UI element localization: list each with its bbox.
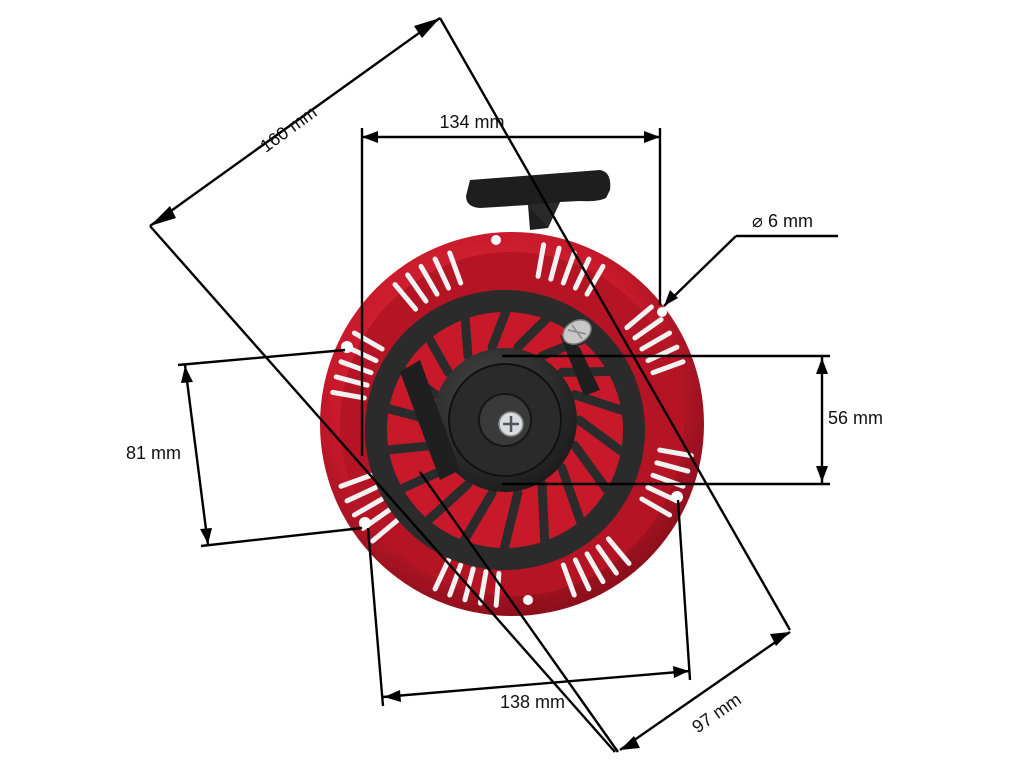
vent-slot — [392, 282, 419, 312]
vent-slot — [654, 460, 691, 474]
dim-6mm-hole: ⌀ 6 mm — [663, 211, 838, 307]
label-160mm: 160 mm — [256, 102, 320, 156]
vent-slot — [432, 256, 452, 291]
pulley-spoke — [459, 488, 497, 546]
vent-slot — [370, 517, 400, 544]
vent-slot — [462, 566, 476, 603]
pulley-spoke — [424, 479, 473, 525]
vent-slot — [657, 447, 694, 459]
vent-slot — [432, 557, 452, 592]
vent-slot — [605, 536, 632, 566]
label-56mm: 56 mm — [828, 408, 883, 428]
vent-slot — [595, 544, 619, 576]
dim-138mm-bottom: 138 mm — [366, 499, 692, 712]
vent-slot — [560, 250, 577, 286]
pulley-spoke — [487, 307, 511, 352]
vent-slot — [584, 263, 606, 297]
pulley-spoke — [499, 488, 523, 553]
vent-slot — [477, 569, 489, 606]
mount-hole-lower-left — [359, 517, 371, 529]
vent-slot — [330, 389, 367, 401]
vent-slot — [560, 562, 577, 598]
vent-slot — [639, 330, 673, 352]
dim-134mm-width: 134 mm — [360, 112, 662, 456]
pulley-spoke — [425, 334, 453, 377]
vent-slot — [645, 344, 680, 364]
label-138mm: 138 mm — [500, 692, 565, 712]
label-81mm: 81 mm — [126, 443, 181, 463]
vent-slot — [639, 496, 673, 518]
starter-handle — [466, 170, 611, 230]
vent-slot — [418, 263, 440, 297]
pulley-spoke — [557, 463, 585, 526]
diameter-symbol: ⌀ — [752, 211, 763, 231]
mount-hole-top — [491, 235, 501, 245]
vent-slot — [584, 551, 606, 585]
dim-56mm-height: 56 mm — [502, 354, 883, 486]
vent-slot — [344, 484, 379, 504]
vent-slot — [447, 562, 464, 598]
vent-slot — [351, 496, 385, 518]
pulley-spoke — [574, 415, 626, 456]
vent-slot — [572, 256, 592, 291]
label-6mm: 6 mm — [768, 211, 813, 231]
rope-knot — [562, 319, 592, 345]
mount-hole-bottom — [523, 595, 533, 605]
label-134mm: 134 mm — [439, 112, 504, 132]
vent-slot — [405, 272, 429, 304]
vent-slot — [351, 330, 385, 352]
dim-81mm-left: 81 mm — [126, 348, 363, 548]
center-screw — [498, 411, 524, 437]
vent-slot — [338, 359, 374, 376]
pulley-spoke — [460, 314, 473, 361]
vent-slot — [650, 359, 686, 376]
vent-slot — [447, 250, 464, 286]
vent-slot — [572, 557, 592, 592]
vent-slot — [624, 304, 654, 331]
pulley-spoke — [570, 440, 612, 495]
pulley-spoke — [513, 314, 551, 352]
pulley-spoke — [570, 390, 626, 415]
vent-slot — [493, 570, 502, 608]
vent-slot — [535, 242, 547, 279]
mount-hole-right — [671, 491, 683, 503]
vent-slot — [338, 472, 374, 489]
mount-hole-top-right — [657, 307, 667, 317]
pulley-spoke — [537, 479, 550, 546]
vent-slot — [632, 317, 664, 341]
vent-slot — [548, 245, 562, 282]
